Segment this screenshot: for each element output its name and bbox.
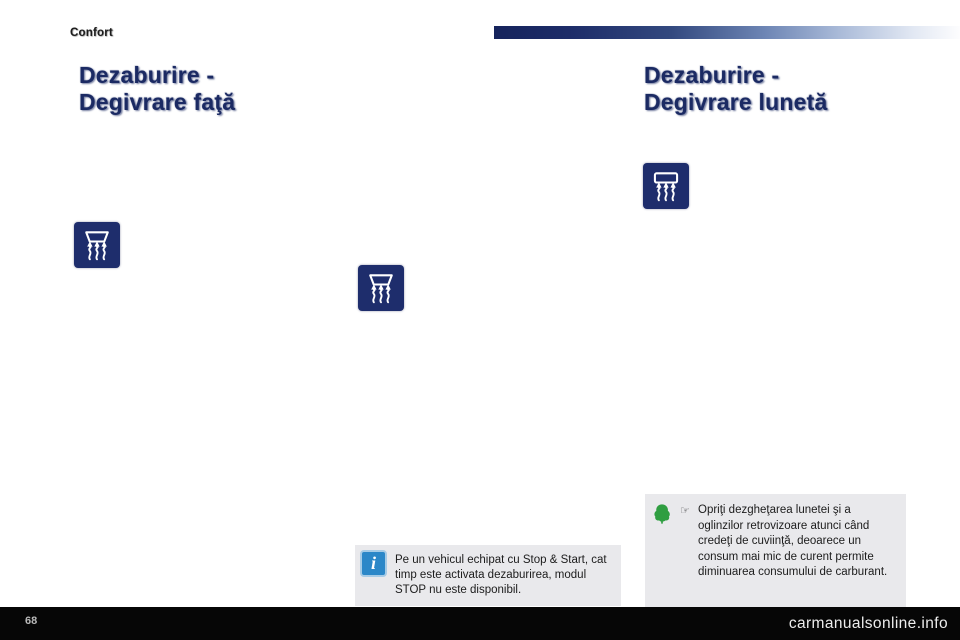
front-defrost-icon <box>358 265 404 311</box>
page-number: 68 <box>25 615 38 627</box>
info-box: i Pe un vehicul echipat cu Stop & Start,… <box>355 545 621 606</box>
left-title-line-1: Dezaburire - <box>79 62 215 88</box>
eco-tip-box: ☞ Opriţi dezgheţarea lunetei şi a oglinz… <box>645 494 906 618</box>
pointer-arrow-icon: ☞ <box>680 505 690 517</box>
front-windshield-defrost-glyph <box>85 231 109 261</box>
eco-tip-text: Opriţi dezgheţarea lunetei şi a oglinzil… <box>698 504 888 578</box>
rear-window-defrost-glyph <box>653 172 679 202</box>
info-icon: i <box>360 550 387 577</box>
right-title-line-2: Degivrare lunetă <box>644 89 828 115</box>
watermark-text: carmanualsonline.info <box>788 614 948 632</box>
tree-icon <box>651 502 675 610</box>
front-windshield-defrost-glyph <box>369 274 393 304</box>
rear-defrost-icon <box>643 163 689 209</box>
header-gradient-bar <box>494 26 960 39</box>
footer-bar: 68 carmanualsonline.info <box>0 607 960 640</box>
right-column-title: Dezaburire - Degivrare lunetă <box>644 62 827 116</box>
left-title-line-2: Degivrare faţă <box>79 89 236 115</box>
info-text: Pe un vehicul echipat cu Stop & Start, c… <box>395 554 607 596</box>
section-header: Confort <box>70 27 113 39</box>
left-column-title: Dezaburire - Degivrare faţă <box>79 62 235 116</box>
right-title-line-1: Dezaburire - <box>644 62 780 88</box>
front-defrost-icon <box>74 222 120 268</box>
